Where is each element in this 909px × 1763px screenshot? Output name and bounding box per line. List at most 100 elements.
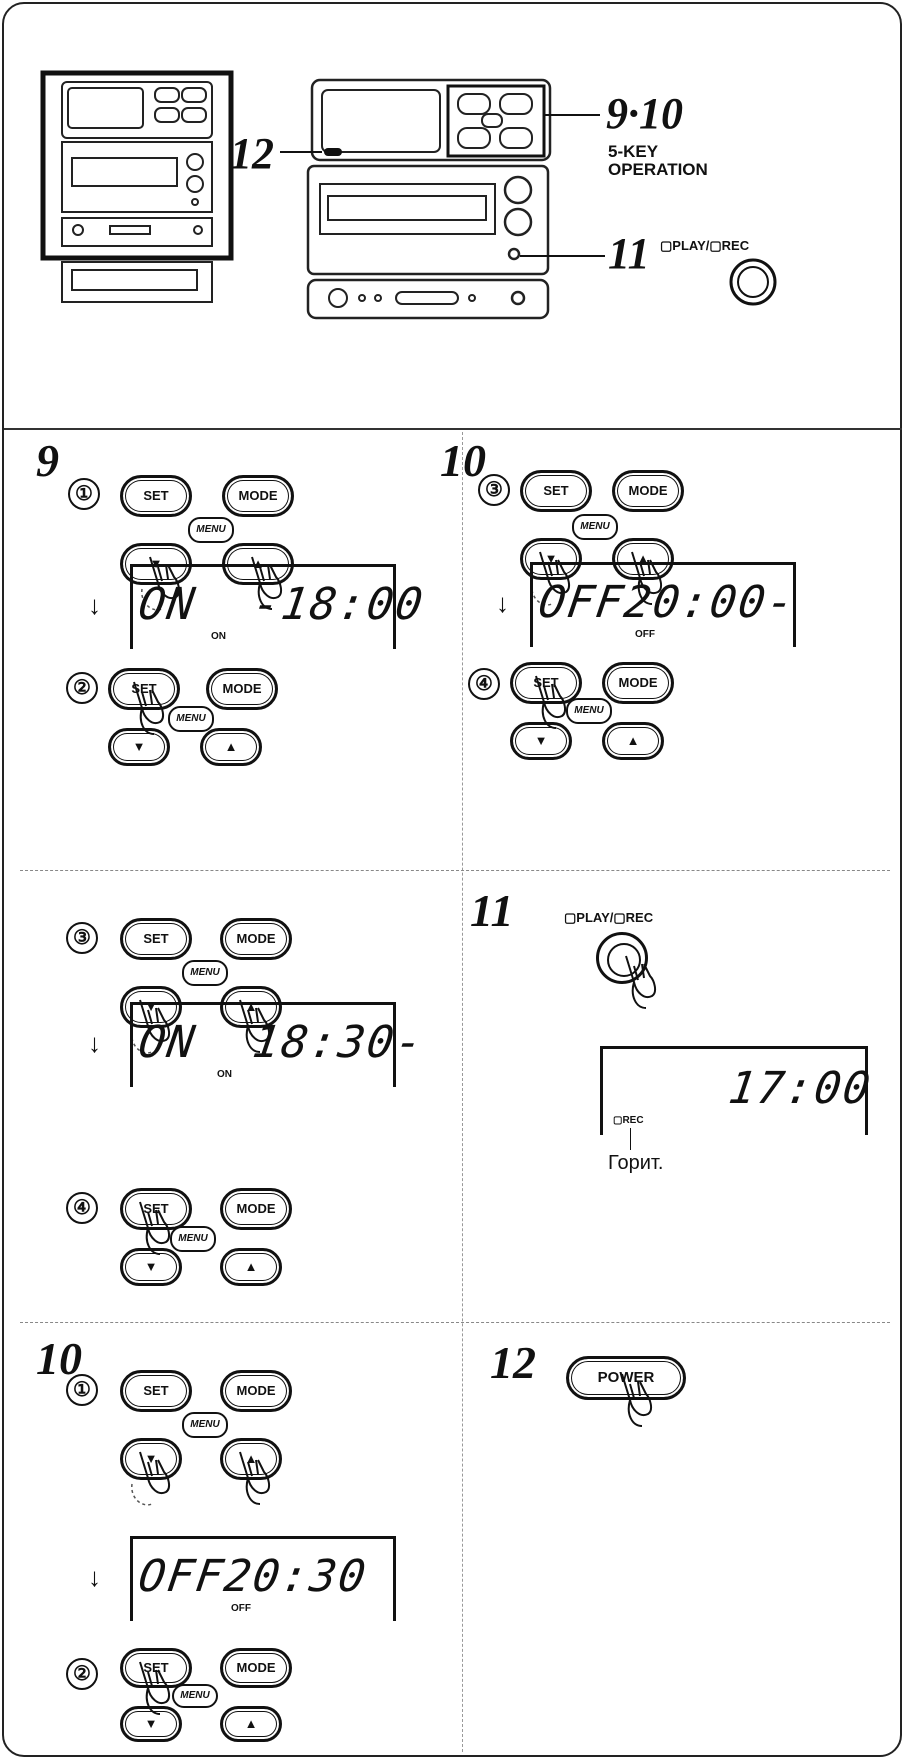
lcd-display-3-indicator: ON [217,1069,232,1080]
hand-pointer-icon [131,999,171,1054]
menu-button[interactable]: MENU [172,1684,218,1708]
down-button[interactable]: ▼ [120,1248,182,1286]
play-rec-label-top: ▢PLAY/▢REC [660,238,750,253]
play-rec-button[interactable] [596,932,648,984]
menu-button[interactable]: MENU [170,1226,216,1252]
step-10a-3-keypad: SET MODE MENU ▼ ▲ [520,470,700,615]
callout-9-10-sub2: OPERATION [608,160,708,179]
step-10b-1-keypad: SET MODE MENU ▼ ▲ [120,1370,300,1515]
lcd-display-4-text: 17:00 [725,1063,876,1114]
step-10b-circle-1: ① [66,1374,98,1406]
step-9-2-keypad: SET MODE MENU ▼ ▲ [108,668,288,778]
set-button[interactable]: SET [120,475,192,517]
row-divider-2 [20,1322,890,1323]
hand-pointer-icon [251,556,283,610]
step-10a-number: 10 [440,435,486,486]
step-9-circle-4: ④ [66,1192,98,1224]
step-12-number: 12 [490,1337,536,1388]
up-button[interactable]: ▲ [220,1706,282,1742]
menu-button[interactable]: MENU [168,706,214,732]
step-9-circle-1: ① [68,478,100,510]
step-9-3-keypad: SET MODE MENU ▼ ▲ [120,918,300,1063]
down-button[interactable]: ▼ [108,728,170,766]
menu-button[interactable]: MENU [182,960,228,986]
power-button[interactable]: POWER [566,1356,686,1400]
step-9-4-keypad: SET MODE MENU ▼ ▲ [120,1188,300,1298]
hand-pointer-icon [139,1661,171,1715]
set-button[interactable]: SET [120,1370,192,1412]
lcd-display-2-indicator: OFF [635,629,655,640]
mode-button[interactable]: MODE [220,1648,292,1688]
lcd-display-1-text: ON -18:00 [135,579,428,630]
up-button[interactable]: ▲ [200,728,262,766]
set-button[interactable]: SET [108,668,180,710]
hand-pointer-icon [141,556,181,611]
lcd-display-2: OFF20:00- OFF [530,562,800,647]
lcd-display-4-indicator: ▢REC [613,1115,644,1126]
column-divider [462,432,463,1752]
down-button[interactable]: ▼ [120,1706,182,1742]
down-arrow-icon: ↓ [496,588,509,618]
menu-button[interactable]: MENU [572,514,618,540]
mode-button[interactable]: MODE [612,470,684,512]
callout-9-10-sub1: 5-KEY [608,142,659,161]
down-button[interactable]: ▼ [510,722,572,760]
callout-9-10: 9·10 [606,89,683,138]
indicator-pointer-line [630,1128,631,1150]
hand-pointer-icon [239,999,271,1053]
down-arrow-icon: ↓ [88,590,101,620]
lcd-display-4: 17:00 ▢REC [600,1046,875,1135]
hand-pointer-icon [625,955,657,1009]
set-button[interactable]: SET [120,1648,192,1688]
step-11-number: 11 [470,885,514,936]
step-10a-circle-4: ④ [468,668,500,700]
menu-button[interactable]: MENU [566,698,612,724]
lcd-display-5-indicator: OFF [231,1603,251,1614]
set-button[interactable]: SET [120,918,192,960]
mode-button[interactable]: MODE [602,662,674,704]
step-10b-number: 10 [36,1333,82,1384]
hand-pointer-icon [535,675,567,729]
step-9-number: 9 [36,435,59,486]
set-button[interactable]: SET [120,1188,192,1230]
callout-11: 11 [608,229,650,278]
mode-button[interactable]: MODE [220,1188,292,1230]
callout-lines [280,114,777,306]
step-10b-circle-2: ② [66,1658,98,1690]
step-9-circle-3: ③ [66,922,98,954]
row-divider-1 [20,870,890,871]
mode-button[interactable]: MODE [222,475,294,517]
up-button[interactable]: ▲ [220,1248,282,1286]
step-10a-circle-3: ③ [478,474,510,506]
down-button[interactable]: ▼ [120,1438,182,1480]
lcd-display-3: ON 18:30- ON [130,1002,428,1087]
mode-button[interactable]: MODE [206,668,278,710]
lcd-display-3-text: ON 18:30- [135,1017,428,1068]
step-10b-2-keypad: SET MODE MENU ▼ ▲ [120,1648,300,1758]
hand-pointer-icon [133,681,165,735]
down-arrow-icon: ↓ [88,1562,101,1592]
overview-panel: 12 9·10 5-KEY OPERATION 11 ▢PLAY/▢REC [0,0,909,430]
step-9-circle-2: ② [66,672,98,704]
menu-button[interactable]: MENU [182,1412,228,1438]
lcd-display-2-text: OFF20:00- [535,577,800,628]
up-button[interactable]: ▲ [602,722,664,760]
hand-pointer-icon [531,551,571,606]
set-button[interactable]: SET [520,470,592,512]
lcd-display-1-indicator: ON [211,631,226,642]
play-rec-label: ▢PLAY/▢REC [564,910,654,925]
callout-12: 12 [230,129,274,178]
mode-button[interactable]: MODE [220,1370,292,1412]
mode-button[interactable]: MODE [220,918,292,960]
hand-pointer-icon [621,1373,653,1427]
lit-note: Горит. [608,1152,664,1174]
hand-pointer-icon [139,1201,171,1255]
menu-button[interactable]: MENU [188,517,234,543]
hand-pointer-icon [131,1451,171,1506]
hand-pointer-icon [239,1451,271,1505]
lcd-display-1: ON -18:00 ON [130,564,428,649]
lcd-display-5-text: OFF20:30 [135,1551,371,1602]
stereo-thumbnail [40,70,234,303]
overview-divider [4,428,902,430]
